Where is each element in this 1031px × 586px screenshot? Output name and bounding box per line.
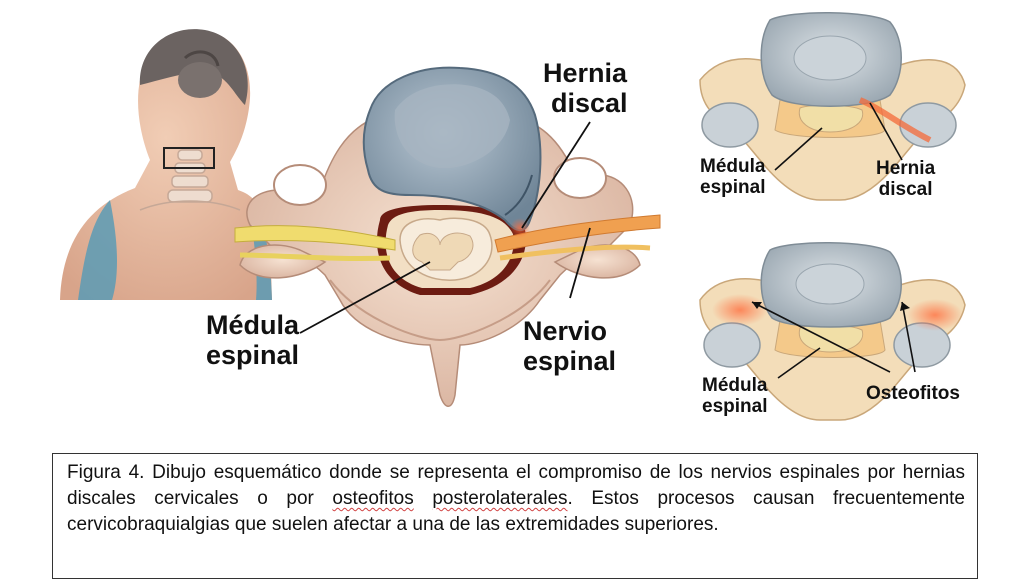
top-right-leader-lines: [774, 102, 903, 171]
neck-back-illustration: [60, 29, 272, 301]
label-medula-espinal-main: Médula espinal: [206, 310, 299, 370]
label-osteofitos: Osteofitos: [866, 383, 960, 404]
caption-text-part1: . Dibujo esquemático donde se representa…: [67, 462, 965, 509]
caption-highlight-posterolaterales: posterolaterales: [432, 488, 568, 509]
figure-caption: Figura 4. Dibujo esquemático donde se re…: [67, 460, 965, 538]
caption-figure-label: Figura 4: [67, 462, 140, 483]
main-leader-lines: [299, 121, 591, 334]
label-hernia-main-line1: Hernia: [543, 58, 628, 88]
label-medula-espinal-top-right: Médula espinal: [700, 156, 765, 199]
label-hernia-discal-top-right: Hernia discal: [876, 158, 935, 201]
caption-text-part2: . Estos procesos causan frecuentemente c…: [67, 488, 965, 535]
label-medula-br-line2: espinal: [702, 396, 768, 418]
top-right-vertebra-illustration: [699, 12, 966, 201]
bottom-right-leader-lines: [751, 301, 916, 379]
caption-highlight-osteofitos: osteofitos: [332, 488, 414, 509]
neck-highlight-box: [163, 147, 215, 169]
label-medula-br-line1: Médula: [702, 375, 768, 396]
label-medula-tr-line2: espinal: [700, 177, 766, 199]
caption-space: [414, 488, 433, 509]
label-hernia-tr-line1: Hernia: [876, 158, 936, 179]
label-medula-tr-line1: Médula: [700, 156, 766, 177]
label-medula-main-line1: Médula: [206, 310, 300, 340]
label-hernia-discal-main: Hernia discal: [543, 58, 628, 118]
label-nervio-main-line2: espinal: [523, 346, 617, 377]
label-medula-main-line2: espinal: [206, 340, 300, 371]
label-hernia-tr-line2: discal: [878, 179, 933, 201]
label-hernia-main-line2: discal: [551, 88, 628, 119]
label-medula-espinal-bottom-right: Médula espinal: [702, 375, 767, 418]
label-nervio-main-line1: Nervio: [523, 316, 608, 346]
illustration-canvas: [60, 12, 966, 421]
label-nervio-espinal-main: Nervio espinal: [523, 316, 616, 376]
caption-box: Figura 4. Dibujo esquemático donde se re…: [52, 453, 978, 579]
